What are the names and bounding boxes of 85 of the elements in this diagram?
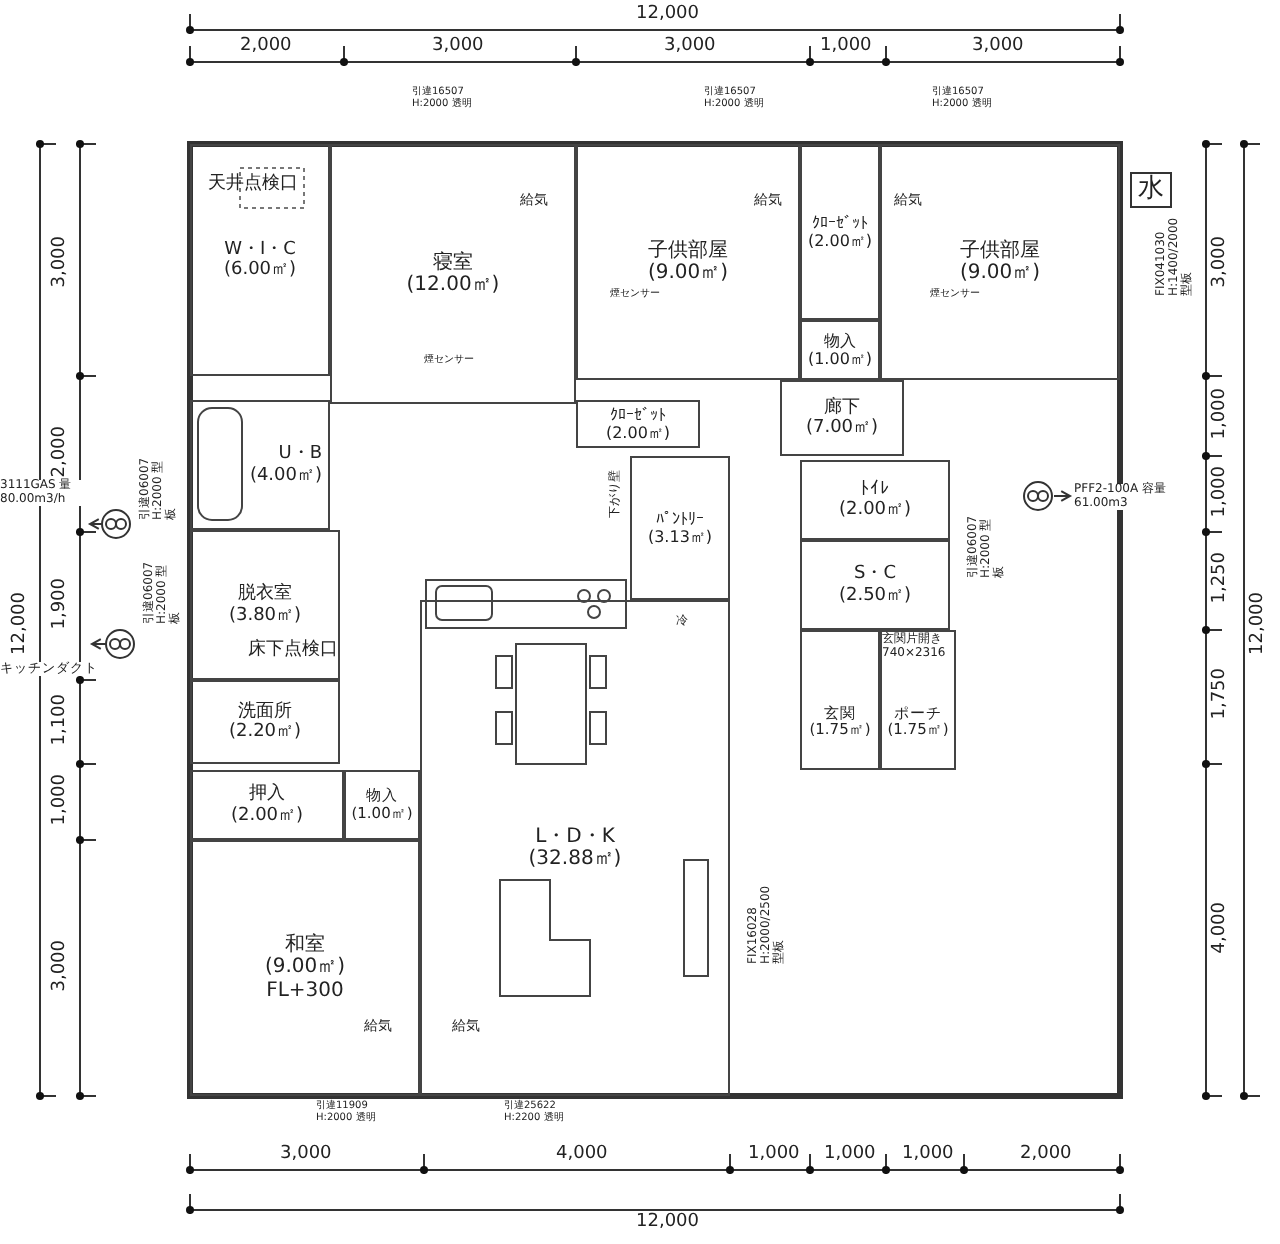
floor-area-label: (2.50㎡) <box>838 585 912 606</box>
room-name: 脱衣室 <box>238 584 292 605</box>
dimension-label: 1,000 <box>748 1146 800 1166</box>
room-name: ｸﾛｰｾﾞｯﾄ <box>812 213 868 232</box>
dimension-label: 1,100 <box>52 694 72 746</box>
room-name: 押入 <box>249 784 285 805</box>
room-area <box>190 840 420 1096</box>
dimension-label: 1,250 <box>1212 552 1232 604</box>
room-name: L・D・K <box>535 825 615 848</box>
floor-area-label: (2.00㎡) <box>605 424 671 443</box>
dimension-label: 1,000 <box>902 1146 954 1166</box>
room-area <box>576 144 800 380</box>
room-area <box>190 680 340 764</box>
room-name: ﾄｲﾚ <box>860 479 890 500</box>
dimension-label: 2,000 <box>52 426 72 478</box>
floor-area-label: (3.80㎡) <box>228 605 302 626</box>
dimension-label: 1,750 <box>1212 668 1232 720</box>
inspection-hatch-label: 床下点検口 <box>248 642 338 662</box>
room-area <box>800 144 880 320</box>
room-area <box>190 770 344 840</box>
dimension-label: 1,000 <box>824 1146 876 1166</box>
floor-area-label: (2.20㎡) <box>228 722 302 743</box>
floor-area-label: (2.00㎡) <box>807 232 873 251</box>
dimension-label: 3,000 <box>972 38 1024 58</box>
dimension-label: 3,000 <box>432 38 484 58</box>
floor-area-label: (9.00㎡) <box>959 262 1041 285</box>
water-mark-label: 水 <box>1130 172 1172 209</box>
floor-area-label: (12.00㎡) <box>406 274 500 297</box>
dimension-label: 2,000 <box>1020 1146 1072 1166</box>
room-area <box>780 380 904 456</box>
dimension-label: 3,000 <box>52 940 72 992</box>
floor-area-label: (3.13㎡) <box>647 528 713 547</box>
floor-area-label: (7.00㎡) <box>805 418 879 439</box>
room-name: 物入 <box>824 331 856 350</box>
dimension-label: 12,000 <box>636 1214 699 1234</box>
room-name: 子供部屋 <box>960 239 1040 262</box>
dimension-label: 1,000 <box>52 774 72 826</box>
floor-area-label: (6.00㎡) <box>223 260 297 281</box>
room-name: 洗面所 <box>238 701 292 722</box>
room-area <box>190 144 330 376</box>
room-area <box>190 530 340 680</box>
room-area <box>800 630 880 770</box>
room-name: U・B <box>278 444 322 465</box>
room-area <box>330 144 576 404</box>
room-area <box>800 540 950 630</box>
room-area <box>630 456 730 600</box>
dimension-label: 3,000 <box>280 1146 332 1166</box>
dimension-label: 4,000 <box>556 1146 608 1166</box>
inspection-hatch-label: 天井点検口 <box>208 176 298 196</box>
floor-area-label: (1.00㎡) <box>807 350 873 369</box>
floor-area-label: (9.00㎡) <box>647 262 729 285</box>
room-name: 寝室 <box>433 251 473 274</box>
room-name: 廊下 <box>824 397 860 418</box>
room-name: 和室 <box>285 933 325 956</box>
dimension-label: 1,000 <box>1212 388 1232 440</box>
dimension-label: 12,000 <box>12 592 32 655</box>
room-area <box>420 600 730 1096</box>
floor-area-label: FL+300 <box>266 979 344 1003</box>
dimension-label: 1,000 <box>1212 466 1232 518</box>
room-name: ｸﾛｰｾﾞｯﾄ <box>610 405 666 424</box>
room-name: ﾊﾟﾝﾄﾘｰ <box>656 509 704 528</box>
dimension-label: 2,000 <box>240 38 292 58</box>
room-area <box>800 460 950 540</box>
floor-area-label: (4.00㎡) <box>249 465 322 486</box>
floor-area-label: (9.00㎡) <box>264 956 346 980</box>
room-name: S・C <box>854 564 896 585</box>
room-area <box>344 770 420 840</box>
dimension-label: 3,000 <box>1212 236 1232 288</box>
dimension-label: 12,000 <box>1250 592 1270 655</box>
room-area <box>880 630 956 770</box>
dimension-label: 4,000 <box>1212 902 1232 954</box>
room-area <box>800 320 880 380</box>
dimension-label: 1,000 <box>820 38 872 58</box>
room-area <box>190 400 330 530</box>
floor-area-label: (2.00㎡) <box>230 805 304 826</box>
room-area <box>576 400 700 448</box>
floor-area-label: (32.88㎡) <box>528 848 622 871</box>
dimension-label: 3,000 <box>52 236 72 288</box>
dimension-label: 12,000 <box>636 6 699 26</box>
floor-area-label: (2.00㎡) <box>838 500 912 521</box>
room-name: 子供部屋 <box>648 239 728 262</box>
room-name: W・I・C <box>224 239 296 260</box>
dimension-label: 1,900 <box>52 578 72 630</box>
dimension-label: 3,000 <box>664 38 716 58</box>
room-area <box>880 144 1120 380</box>
